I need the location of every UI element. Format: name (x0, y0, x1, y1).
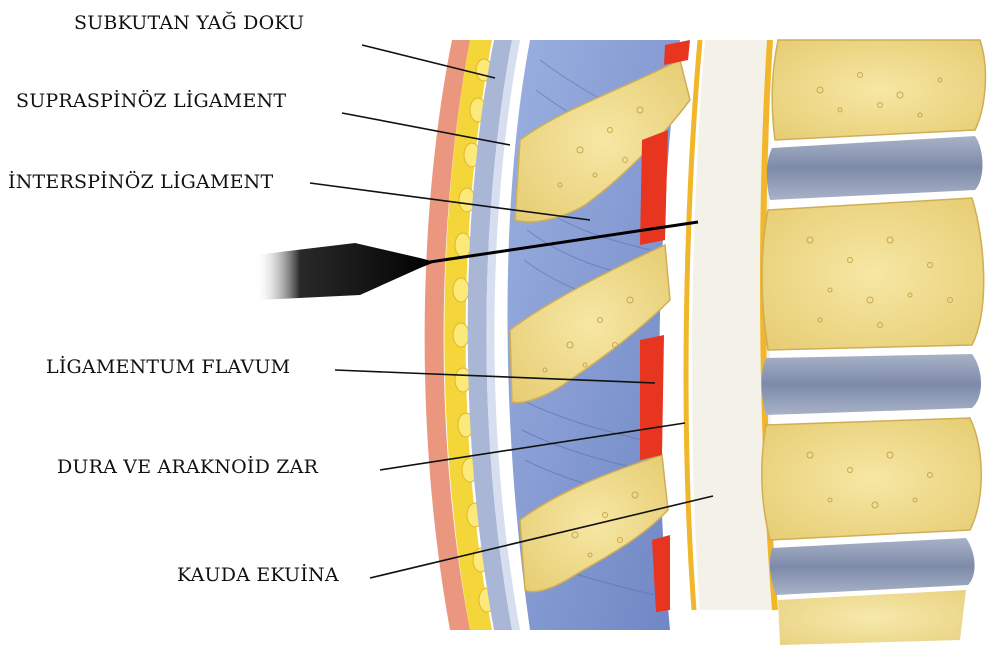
label-subkutan-yag-doku: SUBKUTAN YAĞ DOKU (74, 12, 304, 34)
label-supraspinoz-ligament: SUPRASPİNÖZ LİGAMENT (16, 90, 286, 112)
vertebral-body-2 (762, 198, 984, 350)
label-interspinoz-ligament: İNTERSPİNÖZ LİGAMENT (8, 171, 273, 193)
intervertebral-disc-2 (762, 354, 982, 415)
vertebral-body-3 (762, 418, 981, 540)
label-dura-ve-araknoid-zar: DURA VE ARAKNOİD ZAR (57, 456, 318, 478)
intervertebral-disc-1 (767, 136, 983, 200)
intervertebral-disc-3 (770, 538, 975, 595)
vertebral-body-1 (772, 40, 985, 140)
ligamentum-flavum-2 (640, 335, 664, 460)
csf-space (692, 40, 772, 610)
needle-hub (255, 243, 435, 300)
label-ligamentum-flavum: LİGAMENTUM FLAVUM (46, 356, 290, 378)
label-kauda-ekuina: KAUDA EKUİNA (177, 564, 339, 586)
